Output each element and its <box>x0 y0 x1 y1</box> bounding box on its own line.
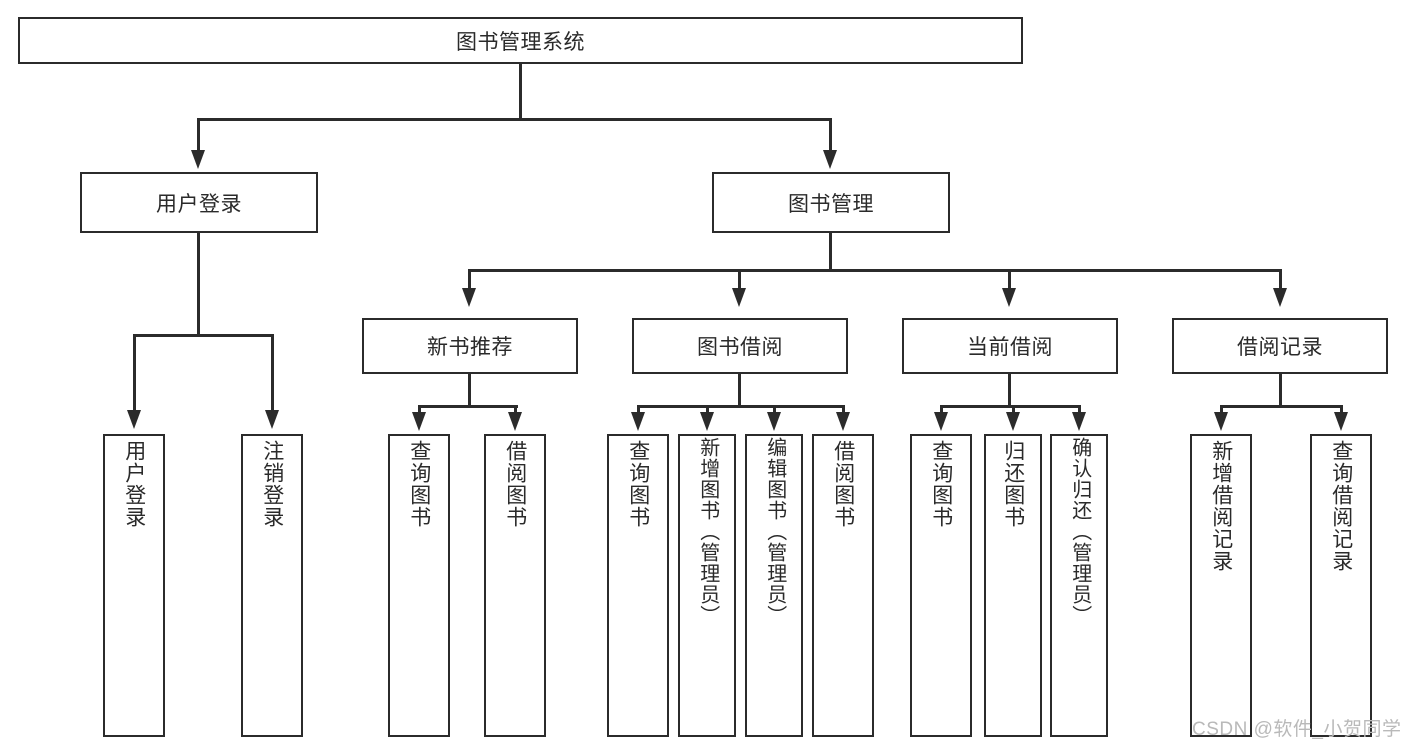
arrow-user-login-to-leaf1 <box>127 410 141 429</box>
edge-bb-to-l4 <box>842 405 845 417</box>
arrow-root-to-book-manage <box>823 150 837 169</box>
arrow-br-to-l2 <box>1334 412 1348 431</box>
arrow-root-to-user-login <box>191 150 205 169</box>
arrow-bb-to-l2 <box>700 412 714 431</box>
edge-user-login-to-leaf1 <box>133 334 136 414</box>
arrow-cb-to-l2 <box>1006 412 1020 431</box>
node-leaf-query-record[interactable]: 查询借阅记录 <box>1310 434 1372 737</box>
leaf-label: 编辑图书（管理员） <box>763 437 786 626</box>
node-leaf-logout[interactable]: 注销登录 <box>241 434 303 737</box>
arrow-bb-to-l4 <box>836 412 850 431</box>
csdn-watermark: CSDN @软件_小贺同学 <box>1192 719 1402 740</box>
arrow-user-login-to-leaf2 <box>265 410 279 429</box>
node-leaf-confirm-return[interactable]: 确认归还（管理员） <box>1050 434 1108 737</box>
node-leaf-query-book-2[interactable]: 查询图书 <box>607 434 669 737</box>
edge-newbook-stem <box>468 374 471 407</box>
edge-book-manage-bar <box>468 269 1282 272</box>
edge-borrowrecord-stem <box>1279 374 1282 407</box>
edge-br-to-l2 <box>1340 405 1343 417</box>
edge-newbook-to-l2 <box>514 405 517 417</box>
leaf-label: 归还图书 <box>1001 440 1025 528</box>
arrow-bb-to-l3 <box>767 412 781 431</box>
leaf-label: 确认归还（管理员） <box>1068 437 1091 626</box>
leaf-label: 查询图书 <box>626 440 650 528</box>
node-leaf-add-record[interactable]: 新增借阅记录 <box>1190 434 1252 737</box>
node-leaf-borrow-book-2[interactable]: 借阅图书 <box>812 434 874 737</box>
arrow-bm-to-currentborrow <box>1002 288 1016 307</box>
edge-cb-to-l2 <box>1012 405 1015 417</box>
edge-user-login-to-leaf2 <box>271 334 274 414</box>
edge-cb-to-l1 <box>940 405 943 417</box>
edge-root-stem <box>519 64 522 118</box>
arrow-bm-to-bookborrow <box>732 288 746 307</box>
node-leaf-edit-book[interactable]: 编辑图书（管理员） <box>745 434 803 737</box>
edge-root-to-book-manage <box>829 118 832 154</box>
leaf-label: 注销登录 <box>260 440 284 528</box>
arrow-bb-to-l1 <box>631 412 645 431</box>
node-current-borrow[interactable]: 当前借阅 <box>902 318 1118 374</box>
edge-cb-to-l3 <box>1078 405 1081 417</box>
edge-user-login-stem <box>197 233 200 336</box>
edge-newbook-to-l1 <box>418 405 421 417</box>
node-new-book-rec[interactable]: 新书推荐 <box>362 318 578 374</box>
node-root[interactable]: 图书管理系统 <box>18 17 1023 64</box>
node-leaf-query-book-3[interactable]: 查询图书 <box>910 434 972 737</box>
edge-bb-to-l3 <box>773 405 776 417</box>
arrow-cb-to-l1 <box>934 412 948 431</box>
edge-user-login-bar <box>133 334 273 337</box>
edge-bb-to-l2 <box>706 405 709 417</box>
leaf-label: 借阅图书 <box>831 440 855 528</box>
edge-bb-to-l1 <box>637 405 640 417</box>
edge-br-to-l1 <box>1220 405 1223 417</box>
arrow-bm-to-newbook <box>462 288 476 307</box>
arrow-newbook-to-l1 <box>412 412 426 431</box>
node-leaf-add-book[interactable]: 新增图书（管理员） <box>678 434 736 737</box>
leaf-label: 查询借阅记录 <box>1329 440 1353 572</box>
edge-root-bar <box>197 118 831 121</box>
arrow-br-to-l1 <box>1214 412 1228 431</box>
edge-currentborrow-stem <box>1008 374 1011 407</box>
arrow-cb-to-l3 <box>1072 412 1086 431</box>
node-leaf-return-book[interactable]: 归还图书 <box>984 434 1042 737</box>
node-leaf-query-book-1[interactable]: 查询图书 <box>388 434 450 737</box>
node-leaf-user-login[interactable]: 用户登录 <box>103 434 165 737</box>
edge-bm-to-currentborrow <box>1008 269 1011 291</box>
edge-bm-to-bookborrow <box>738 269 741 291</box>
leaf-label: 查询图书 <box>407 440 431 528</box>
node-user-login[interactable]: 用户登录 <box>80 172 318 233</box>
node-leaf-borrow-book-1[interactable]: 借阅图书 <box>484 434 546 737</box>
edge-book-manage-stem <box>829 233 832 271</box>
edge-bm-to-borrowrecord <box>1279 269 1282 291</box>
node-borrow-record[interactable]: 借阅记录 <box>1172 318 1388 374</box>
edge-bm-to-newbook <box>468 269 471 291</box>
edge-borrowrecord-bar <box>1220 405 1342 408</box>
node-book-manage[interactable]: 图书管理 <box>712 172 950 233</box>
leaf-label: 用户登录 <box>122 440 146 528</box>
leaf-label: 新增图书（管理员） <box>696 437 719 626</box>
leaf-label: 查询图书 <box>929 440 953 528</box>
arrow-newbook-to-l2 <box>508 412 522 431</box>
node-book-borrow[interactable]: 图书借阅 <box>632 318 848 374</box>
edge-root-to-user-login <box>197 118 200 154</box>
edge-bookborrow-stem <box>738 374 741 407</box>
edge-bookborrow-bar <box>637 405 843 408</box>
leaf-label: 借阅图书 <box>503 440 527 528</box>
edge-newbook-bar <box>418 405 518 408</box>
leaf-label: 新增借阅记录 <box>1209 440 1233 572</box>
edge-currentborrow-bar <box>940 405 1080 408</box>
arrow-bm-to-borrowrecord <box>1273 288 1287 307</box>
